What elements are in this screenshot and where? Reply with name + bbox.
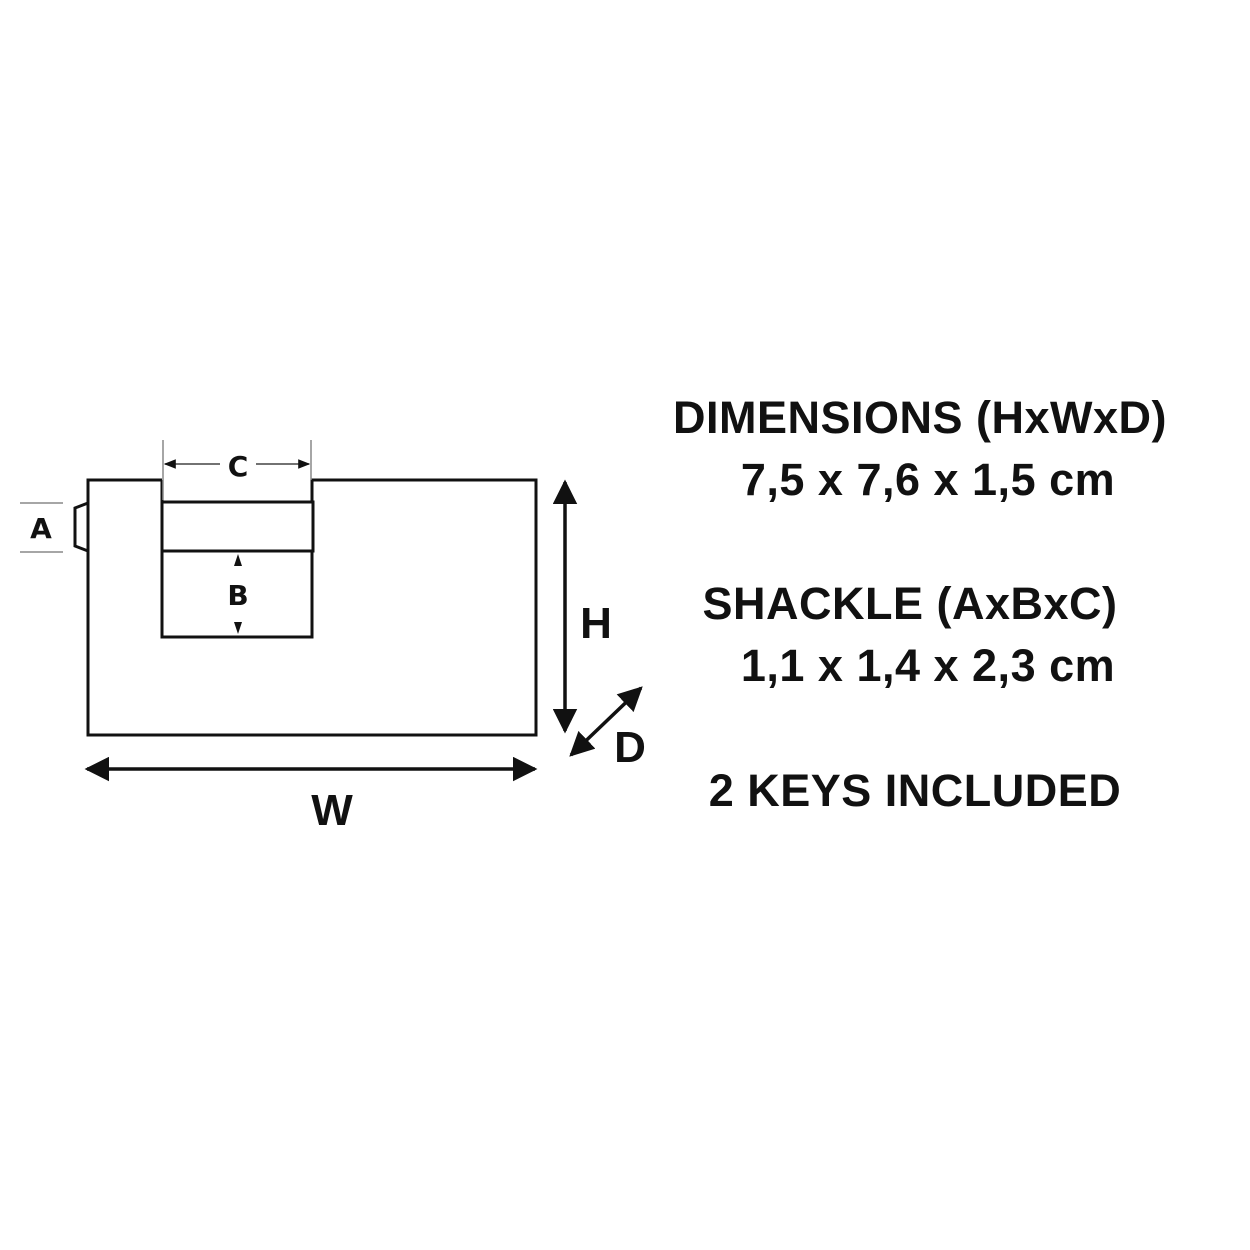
dimensions-title: DIMENSIONS (HxWxD): [672, 392, 1168, 443]
shackle-opening: [160, 551, 314, 639]
b-arrow-up: [234, 554, 242, 566]
label-b: B: [227, 579, 248, 612]
keys-included: 2 KEYS INCLUDED: [708, 765, 1122, 816]
label-c: C: [228, 450, 249, 483]
b-arrow-down: [234, 622, 242, 634]
shackle-bar: [160, 500, 315, 553]
dimensions-value: 7,5 x 7,6 x 1,5 cm: [740, 454, 1116, 505]
label-d: D: [614, 723, 646, 772]
shackle-title: SHACKLE (AxBxC): [702, 578, 1118, 629]
padlock-body-outline: [86, 478, 538, 737]
side-knob: [73, 501, 89, 553]
label-a: A: [30, 512, 52, 545]
shackle-value: 1,1 x 1,4 x 2,3 cm: [740, 640, 1116, 691]
d-arrow: [569, 686, 643, 757]
label-w: W: [311, 786, 353, 835]
label-h: H: [580, 599, 612, 648]
